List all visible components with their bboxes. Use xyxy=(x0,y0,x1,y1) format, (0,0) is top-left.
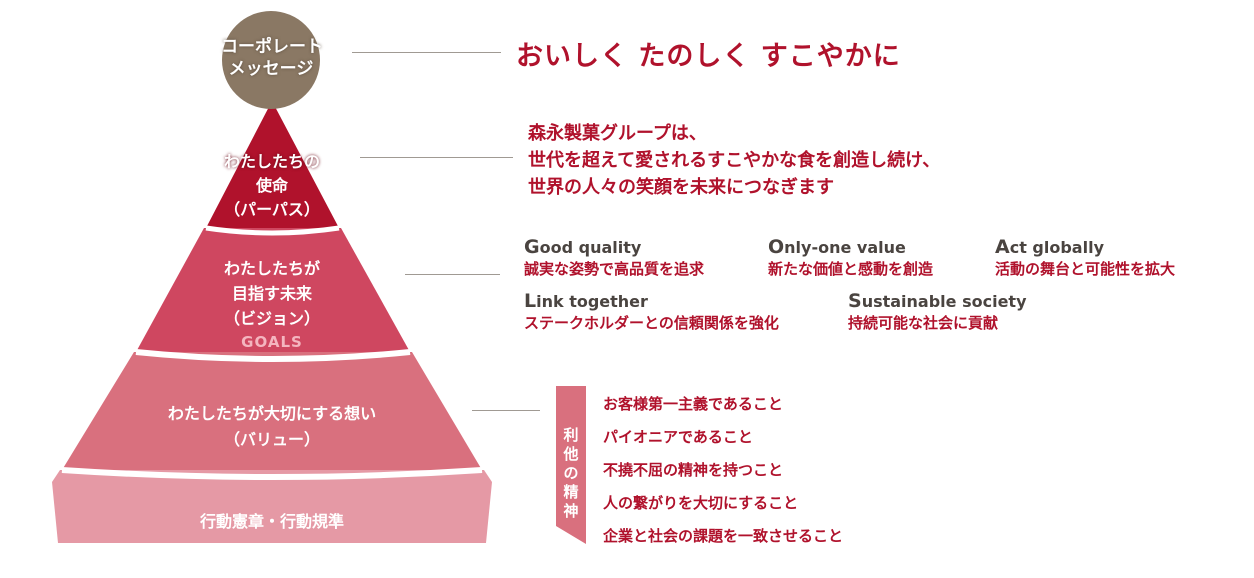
corporate-message-circle xyxy=(222,11,320,109)
goal-good-quality: Good quality 誠実な姿勢で高品質を追求 xyxy=(524,236,705,278)
corporate-message-label: コーポレート メッセージ xyxy=(221,37,323,79)
values-bar-label: 利 他 の 精 神 xyxy=(563,426,579,520)
value-item: 不撓不屈の精神を持つこと xyxy=(603,461,784,479)
connector-values xyxy=(472,410,540,411)
goal-sustainable-society: Sustainable society 持続可能な社会に貢献 xyxy=(848,290,1027,332)
values-bar xyxy=(556,386,586,544)
goal-only-one-value: Only-one value 新たな価値と感動を創造 xyxy=(768,236,934,278)
connector-message xyxy=(352,52,501,53)
connector-purpose xyxy=(360,157,513,158)
goals-label: GOALS xyxy=(241,333,303,351)
corporate-message-text: おいしく たのしく すこやかに xyxy=(516,41,901,72)
values-label: わたしたちが大切にする想い （バリュー） xyxy=(167,404,377,449)
vision-label: わたしたちが 目指す未来 （ビジョン） xyxy=(223,259,320,328)
value-item: 企業と社会の課題を一致させること xyxy=(603,527,844,545)
pyramid-tier-values xyxy=(62,352,482,470)
pyramid-tier-conduct xyxy=(52,470,492,543)
conduct-label: 行動憲章・行動規準 xyxy=(199,512,344,531)
pyramid-tier-vision xyxy=(136,228,410,352)
connector-vision xyxy=(405,274,500,275)
goal-act-globally: Act globally 活動の舞台と可能性を拡大 xyxy=(995,236,1176,278)
value-item: 人の繋がりを大切にすること xyxy=(603,494,799,512)
pyramid-tier-purpose xyxy=(206,101,339,228)
goal-link-together: Link together ステークホルダーとの信頼関係を強化 xyxy=(524,290,779,332)
value-item: パイオニアであること xyxy=(603,428,753,446)
value-item: お客様第一主義であること xyxy=(603,395,783,413)
purpose-text: 森永製菓グループは、 世代を超えて愛されるすこやかな食を創造し続け、 世界の人々… xyxy=(528,123,941,198)
purpose-label: わたしたちの 使命 （パーパス） xyxy=(223,152,320,219)
